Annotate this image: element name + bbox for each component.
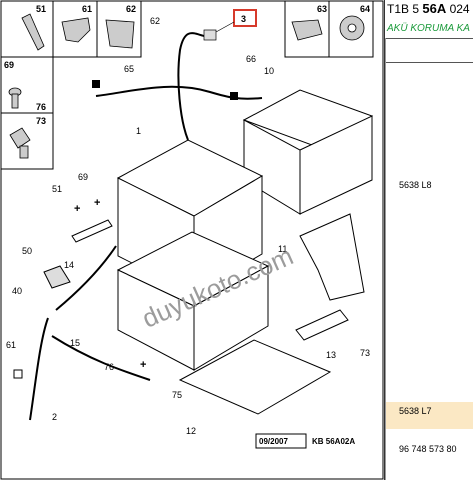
bracket-plate (295, 309, 349, 341)
battery-exploded-diagram: 51 61 62 63 64 69 76 73 3 62 65 66 10 1 … (0, 0, 384, 480)
highlighted-row (386, 402, 473, 429)
callout-61: 61 (6, 340, 16, 350)
battery-cover (242, 89, 374, 215)
callout-12: 12 (186, 426, 196, 436)
callout-2: 2 (52, 412, 57, 422)
panel-subtitle: AKÜ KORUMA KA (387, 23, 470, 34)
clip-icon (61, 15, 365, 49)
callout-76: 76 (104, 362, 114, 372)
callout-75: 75 (172, 390, 182, 400)
battery-tray (116, 231, 270, 371)
svg-text:+: + (74, 203, 80, 215)
footer-ref: KB 56A02A (312, 437, 355, 446)
header-code: 56A (422, 1, 447, 16)
clamp-bar (71, 219, 113, 243)
callout-62: 62 (150, 16, 160, 26)
callout-11: 11 (278, 244, 287, 254)
svg-text:+: + (140, 359, 146, 371)
battery-bracket (299, 213, 365, 301)
footer-date: 09/2007 (259, 437, 288, 446)
ref-row: 5638 L8 (399, 180, 432, 190)
ref-row-highlighted: 5638 L7 (399, 406, 432, 416)
callout-64-thumb: 64 (360, 4, 370, 14)
callout-10: 10 (264, 66, 274, 76)
callout-51-thumb: 51 (36, 4, 46, 14)
reference-panel: T1B 5 56A 024 AKÜ KORUMA KA 5638 L8 5638… (384, 0, 473, 480)
callout-73: 73 (360, 348, 370, 358)
callout-76-thumb: 76 (36, 102, 46, 112)
positive-cable (177, 32, 213, 141)
callout-61-thumb: 61 (82, 4, 92, 14)
callout-69-thumb: 69 (4, 60, 14, 70)
terminal-cable (55, 245, 117, 311)
header-suffix: 024 (449, 2, 470, 16)
ref-row: 96 748 573 80 (399, 444, 457, 454)
thumbnail-grid-right (284, 0, 374, 58)
header-prefix: T1B 5 (387, 2, 420, 16)
thumbnail-grid-left (0, 0, 142, 170)
highlight-callout-box (233, 9, 257, 27)
callout-40: 40 (12, 286, 22, 296)
callout-65: 65 (124, 64, 134, 74)
callout-15: 15 (70, 338, 80, 348)
callout-69: 69 (78, 172, 88, 182)
callout-50: 50 (22, 246, 32, 256)
callout-14: 14 (64, 260, 74, 270)
callout-62-thumb: 62 (126, 4, 136, 14)
callout-13: 13 (326, 350, 336, 360)
callout-73-thumb: 73 (36, 116, 46, 126)
callout-66: 66 (246, 54, 256, 64)
callout-51: 51 (52, 184, 62, 194)
svg-text:+: + (94, 197, 100, 209)
panel-header: T1B 5 56A 024 (385, 0, 473, 18)
insulating-mat (178, 339, 332, 415)
bolt-icon (8, 13, 45, 159)
negative-cable (29, 317, 49, 421)
ground-cable (95, 85, 263, 100)
terminal-clamp (43, 265, 71, 289)
callout-3: 3 (241, 14, 246, 24)
callout-63-thumb: 63 (317, 4, 327, 14)
callout-1: 1 (136, 126, 141, 136)
